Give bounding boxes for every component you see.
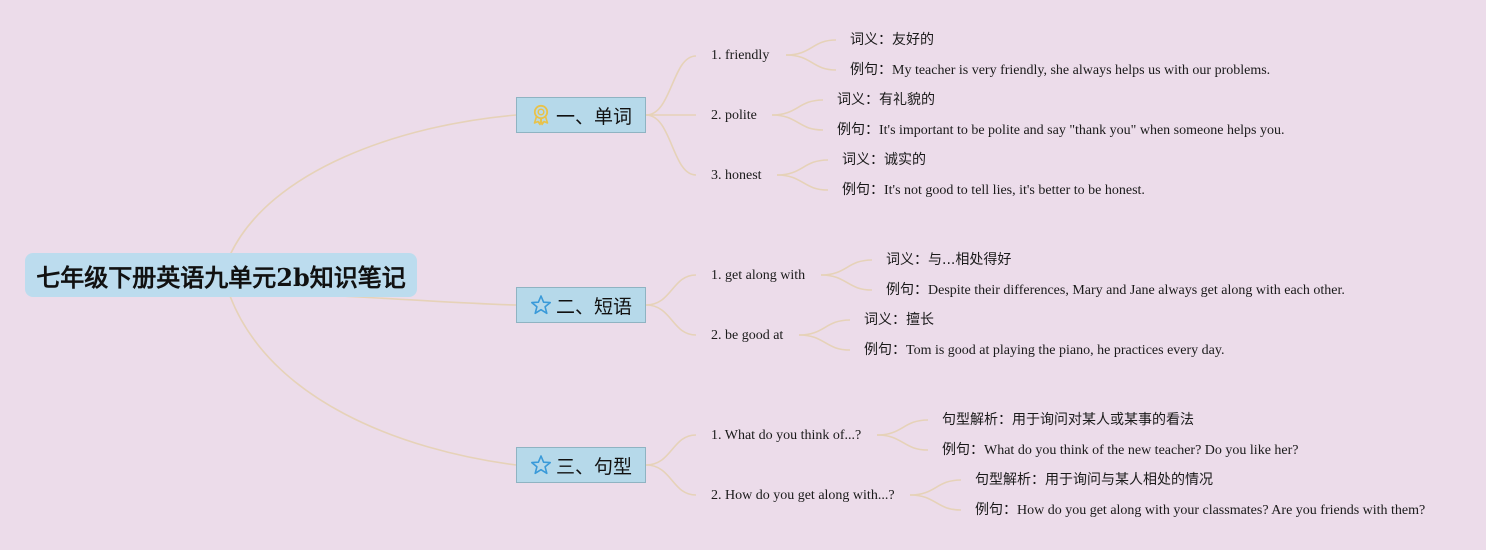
- leaf-key: 句型解析：: [975, 472, 1045, 488]
- leaf-key: 例句：: [975, 502, 1017, 518]
- leaf-value: 用于询问对某人或某事的看法: [1012, 412, 1194, 428]
- leaf-meaning[interactable]: 词义：友好的: [850, 31, 934, 50]
- item-node-friendly[interactable]: 1. friendly: [711, 48, 770, 63]
- branch-node-phrases[interactable]: 二、短语: [516, 287, 646, 323]
- connector-leaf: [776, 159, 829, 176]
- connector-root-branch3: [229, 295, 517, 466]
- star-icon: [530, 294, 552, 316]
- leaf-key: 句型解析：: [942, 412, 1012, 428]
- leaf-key: 词义：: [850, 32, 892, 48]
- leaf-value: It's not good to tell lies, it's better …: [884, 183, 1145, 198]
- connector-b3-item2: [645, 464, 697, 496]
- connector-leaf: [820, 259, 873, 276]
- leaf-example[interactable]: 例句：It's important to be polite and say "…: [837, 121, 1285, 140]
- branch-node-sentence-patterns[interactable]: 三、句型: [516, 447, 646, 483]
- connector-b1-item3: [645, 114, 697, 176]
- leaf-value: 有礼貌的: [879, 92, 935, 108]
- leaf-key: 例句：: [942, 442, 984, 458]
- connector-leaf: [785, 39, 837, 56]
- leaf-value: 用于询问与某人相处的情况: [1045, 472, 1213, 488]
- leaf-value: Tom is good at playing the piano, he pra…: [906, 343, 1225, 358]
- leaf-key: 词义：: [886, 252, 928, 268]
- leaf-value: 友好的: [892, 32, 934, 48]
- item-node-get-along-with[interactable]: 1. get along with: [711, 268, 806, 283]
- connector-b1-item1: [645, 55, 697, 116]
- leaf-pattern-analysis[interactable]: 句型解析：用于询问对某人或某事的看法: [942, 411, 1194, 430]
- leaf-value: 擅长: [906, 312, 934, 328]
- connector-leaf: [876, 419, 929, 436]
- connector-leaf: [771, 99, 824, 116]
- leaf-value: My teacher is very friendly, she always …: [892, 63, 1271, 78]
- leaf-meaning[interactable]: 词义：诚实的: [842, 151, 926, 170]
- connector-b2-item2: [645, 304, 697, 336]
- leaf-meaning[interactable]: 词义：擅长: [864, 311, 934, 330]
- leaf-value: 与...相处得好: [928, 252, 1012, 268]
- leaf-key: 词义：: [842, 152, 884, 168]
- leaf-value: It's important to be polite and say "tha…: [879, 123, 1285, 138]
- item-node-polite[interactable]: 2. polite: [711, 108, 757, 123]
- connector-root-branch2: [339, 295, 517, 306]
- leaf-key: 例句：: [886, 282, 928, 298]
- connector-leaf: [820, 274, 873, 291]
- connector-leaf: [785, 54, 837, 71]
- branch-label: 二、短语: [555, 295, 632, 318]
- connector-b2-item1: [645, 274, 697, 306]
- leaf-value: What do you think of the new teacher? Do…: [984, 443, 1299, 458]
- connector-leaf: [909, 494, 962, 511]
- leaf-example[interactable]: 例句：Despite their differences, Mary and J…: [886, 281, 1345, 300]
- leaf-meaning[interactable]: 词义：有礼貌的: [837, 91, 935, 110]
- item-node-be-good-at[interactable]: 2. be good at: [711, 328, 784, 343]
- connector-leaf: [909, 479, 962, 496]
- connector-leaf: [798, 319, 851, 336]
- leaf-key: 例句：: [850, 62, 892, 78]
- leaf-value: 诚实的: [884, 152, 926, 168]
- leaf-key: 词义：: [864, 312, 906, 328]
- leaf-pattern-analysis[interactable]: 句型解析：用于询问与某人相处的情况: [975, 471, 1213, 490]
- item-node-honest[interactable]: 3. honest: [711, 168, 762, 183]
- leaf-example[interactable]: 例句：My teacher is very friendly, she alwa…: [850, 61, 1270, 80]
- leaf-example[interactable]: 例句：How do you get along with your classm…: [975, 501, 1425, 520]
- root-node-title[interactable]: 七年级下册英语九单元2b知识笔记: [25, 253, 417, 297]
- branch-label: 一、单词: [555, 105, 632, 128]
- leaf-example[interactable]: 例句：What do you think of the new teacher?…: [942, 441, 1299, 460]
- leaf-value: Despite their differences, Mary and Jane…: [928, 283, 1345, 298]
- leaf-key: 词义：: [837, 92, 879, 108]
- leaf-example[interactable]: 例句：Tom is good at playing the piano, he …: [864, 341, 1224, 360]
- leaf-value: How do you get along with your classmate…: [1017, 503, 1426, 518]
- item-node-how-do-you-get-along[interactable]: 2. How do you get along with...?: [711, 488, 895, 503]
- leaf-meaning[interactable]: 词义：与...相处得好: [886, 251, 1011, 270]
- connector-b3-item1: [645, 434, 697, 466]
- connector-leaf: [876, 434, 929, 451]
- connector-leaf: [776, 174, 829, 191]
- connector-leaf: [798, 334, 851, 351]
- star-icon: [530, 454, 552, 476]
- branch-label: 三、句型: [555, 455, 632, 478]
- award-ribbon-icon: [530, 104, 552, 126]
- item-node-what-do-you-think[interactable]: 1. What do you think of...?: [711, 428, 862, 443]
- leaf-key: 例句：: [864, 342, 906, 358]
- connector-leaf: [771, 114, 824, 131]
- leaf-key: 例句：: [842, 182, 884, 198]
- leaf-example[interactable]: 例句：It's not good to tell lies, it's bett…: [842, 181, 1145, 200]
- branch-node-words[interactable]: 一、单词: [516, 97, 646, 133]
- connector-root-branch1: [229, 114, 517, 256]
- leaf-key: 例句：: [837, 122, 879, 138]
